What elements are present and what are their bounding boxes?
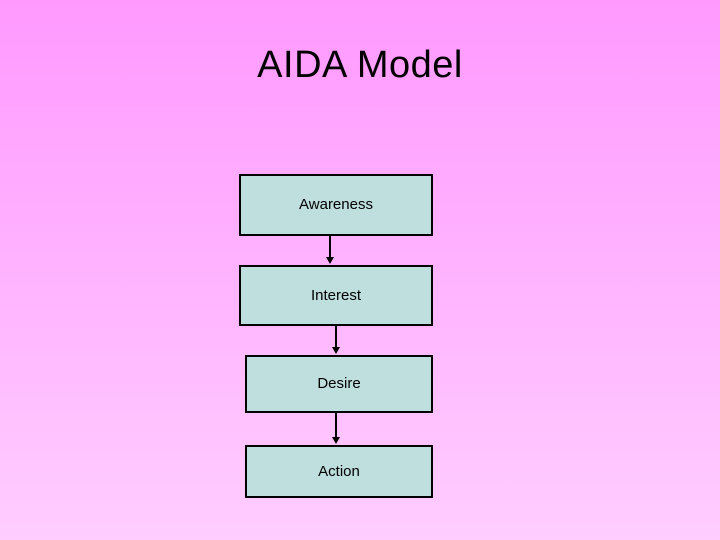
flow-box-label: Awareness [299, 196, 373, 213]
flow-box-interest[interactable]: Interest [239, 265, 433, 326]
flow-box-label: Desire [317, 375, 361, 392]
arrow-head [332, 437, 340, 444]
flow-box-desire[interactable]: Desire [245, 355, 433, 413]
arrow-head [332, 347, 340, 354]
arrow-stem [335, 326, 337, 348]
flow-box-label: Action [318, 462, 360, 480]
flow-box-action[interactable]: Action [245, 445, 433, 498]
flow-box-label: Interest [310, 286, 362, 304]
arrow-stem [329, 236, 331, 258]
flow-box-awareness[interactable]: Awareness [239, 174, 433, 236]
page-title: AIDA Model [257, 44, 463, 86]
arrow-head [326, 257, 334, 264]
arrow-stem [335, 413, 337, 438]
